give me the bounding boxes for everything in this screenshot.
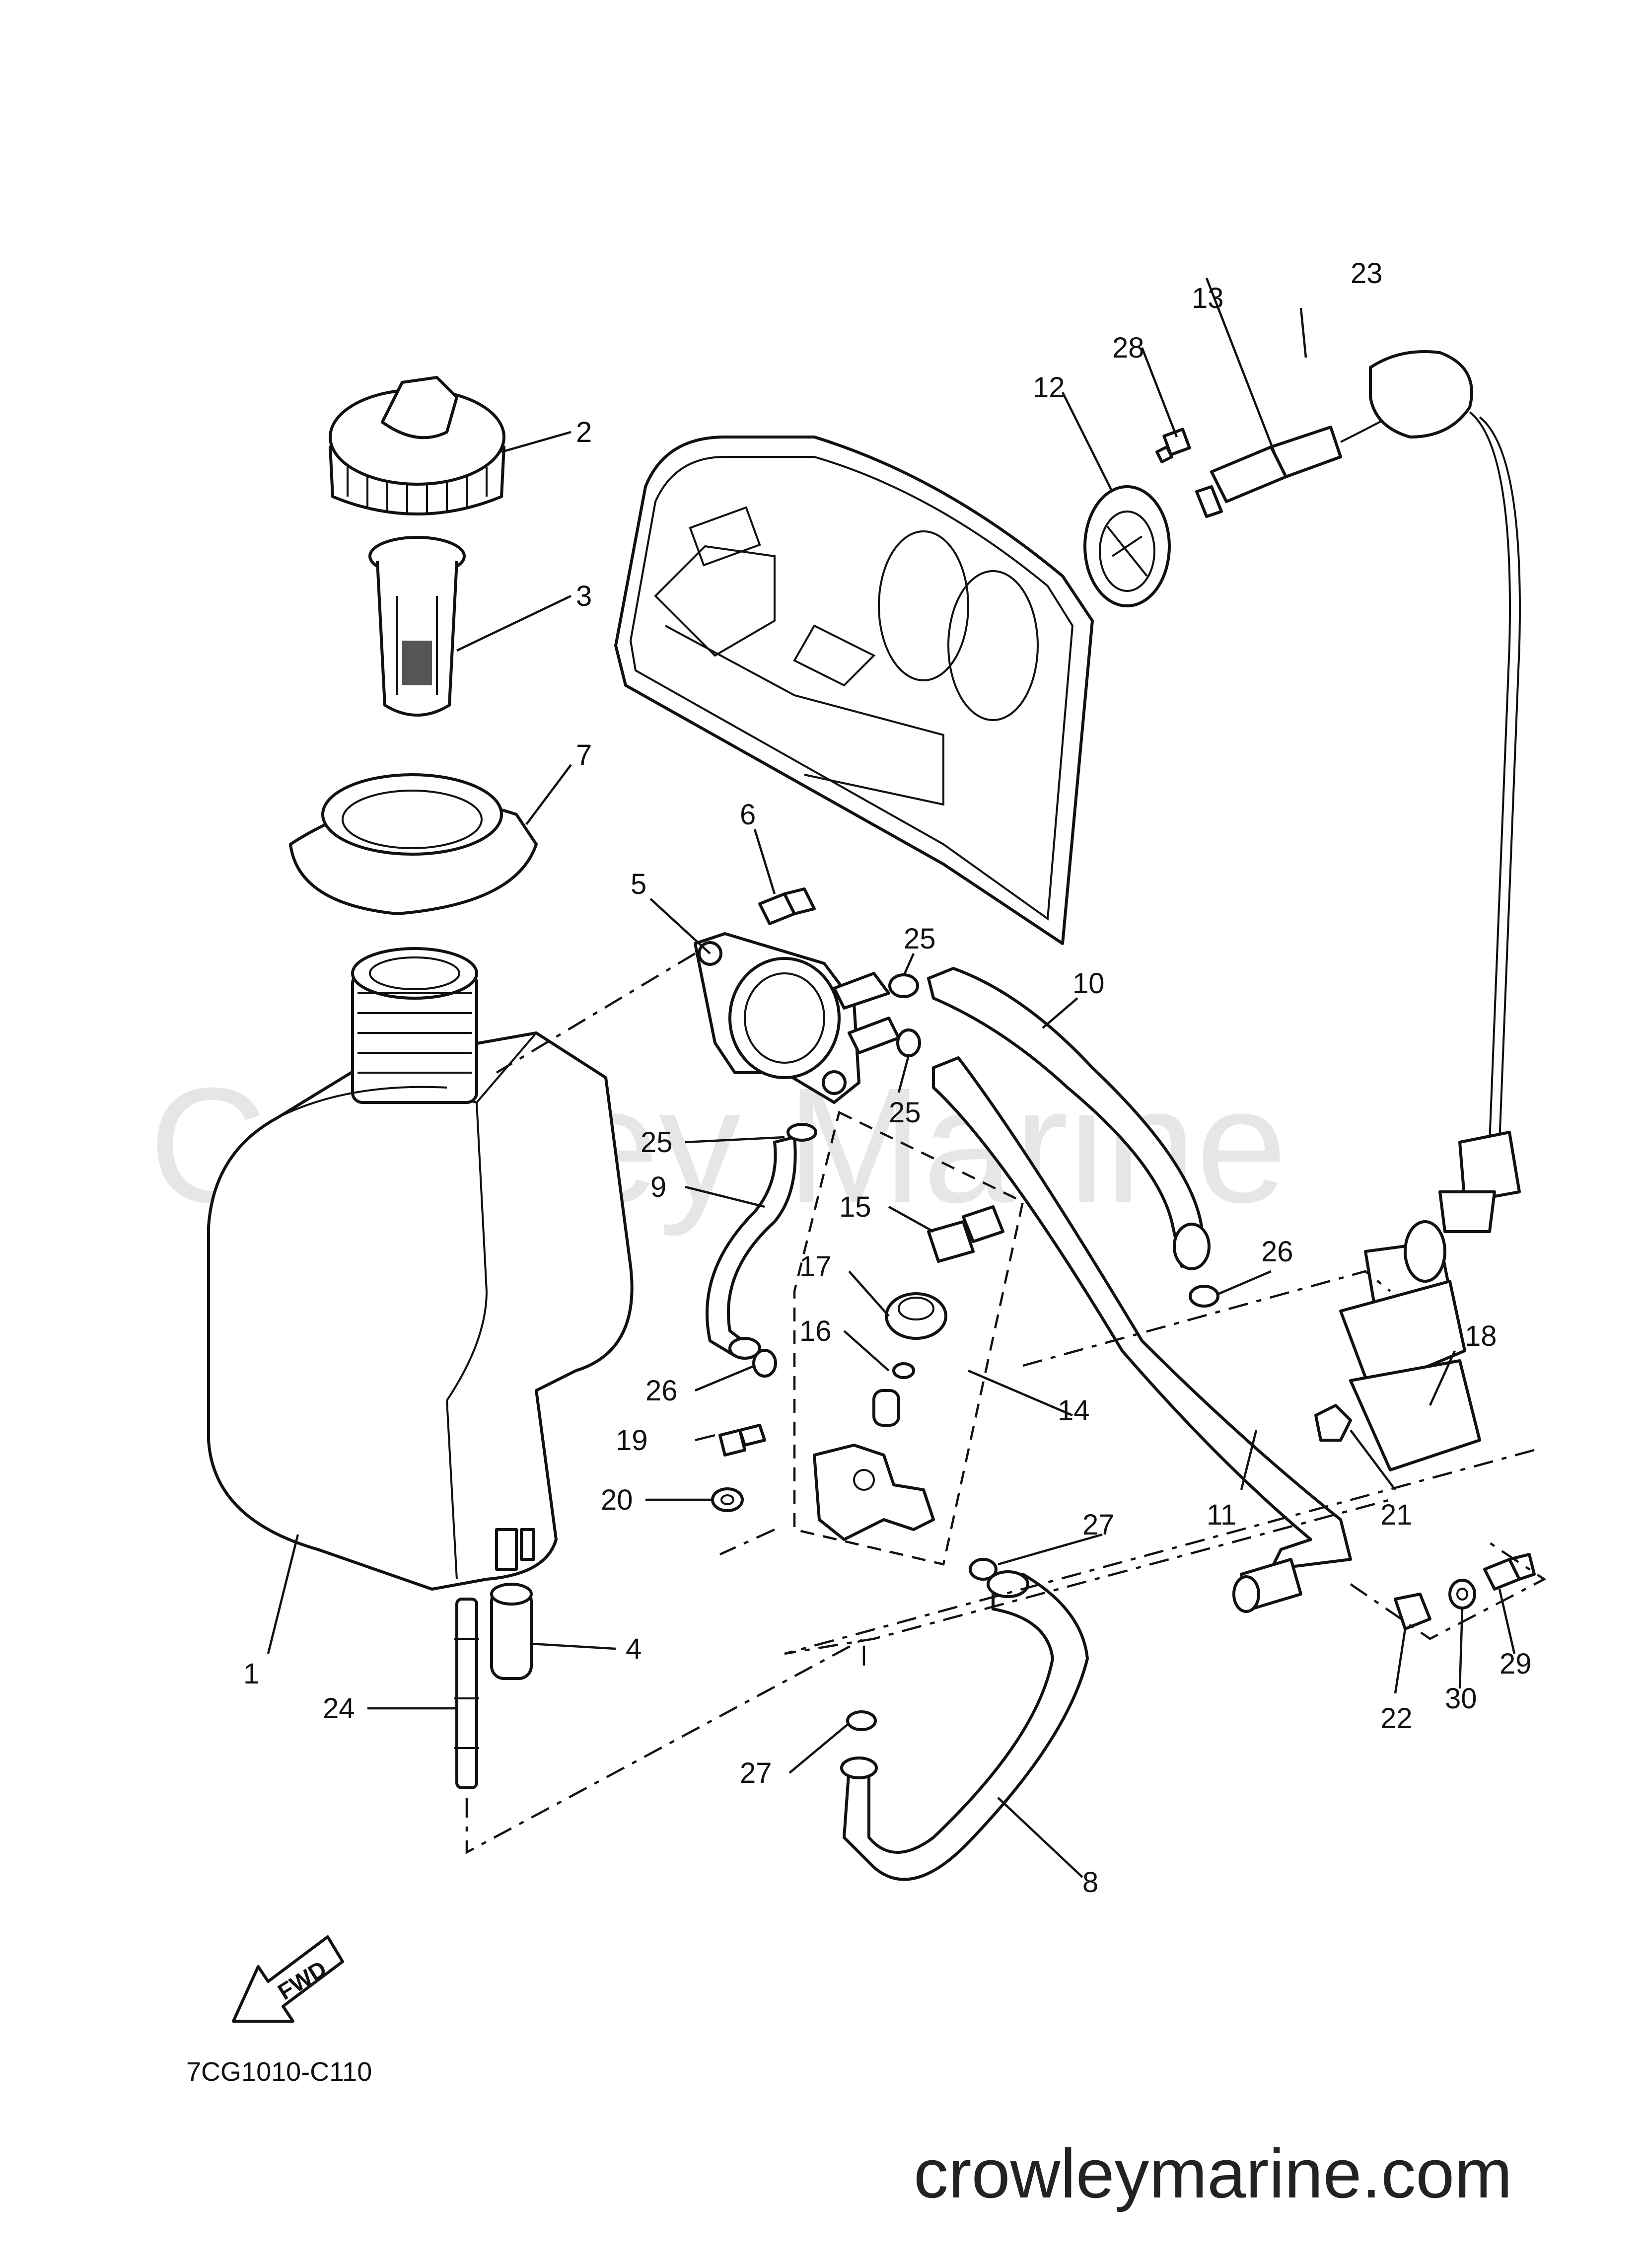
callout-labels: 2 3 7 6 5 25 10 25 25 9 15 17 16 26 18 2… [243,257,1532,1899]
callout-27-upper: 27 [1082,1509,1115,1541]
callout-28: 28 [1112,332,1144,364]
part-29-bolt [1483,1553,1536,1591]
part-28-screw [1155,428,1191,463]
clip-25-mid [896,1028,921,1057]
callout-22: 22 [1380,1702,1413,1735]
part-15-plug [927,1205,1004,1263]
part-12-fitting [1083,485,1171,607]
callout-16: 16 [799,1315,832,1347]
part-8-hose [840,1570,1089,1881]
part-30-washer [1448,1579,1476,1610]
part-22-nut [1394,1593,1431,1630]
callout-8: 8 [1082,1866,1098,1899]
clip-26-right [1189,1285,1219,1308]
callout-13: 13 [1192,282,1224,314]
part-19-screw [718,1424,766,1457]
part-2-oil-cap [329,376,505,515]
callout-25-mid: 25 [889,1097,921,1129]
callout-26-left: 26 [645,1375,678,1407]
clip-26-left [752,1349,777,1378]
part-3-strainer [368,536,466,717]
part-18-bracket [1339,1220,1481,1471]
callout-2: 2 [576,416,592,448]
callout-25-left: 25 [641,1126,673,1159]
callout-27-lower: 27 [740,1757,772,1789]
leader-lines [267,278,1516,1878]
part-16-oring [892,1362,915,1379]
callout-5: 5 [631,868,646,900]
callout-11: 11 [1207,1499,1236,1531]
alignment-lines [465,952,1547,1854]
part-24-pipe [454,1598,479,1789]
part-13-cable-end [1195,426,1342,518]
part-5-flange [694,932,900,1104]
callout-18: 18 [1465,1320,1497,1352]
callout-3: 3 [576,580,592,612]
callout-4: 4 [626,1633,642,1665]
site-footer: crowleymarine.com [914,2134,1512,2212]
callout-14: 14 [1058,1394,1090,1427]
part-14-valve [813,1389,935,1541]
callout-26-right: 26 [1261,1236,1293,1268]
part-17-cap [885,1292,947,1340]
callout-12: 12 [1033,371,1065,404]
part-4-hose [490,1583,533,1680]
callout-10: 10 [1072,967,1105,1000]
clip-27-lower [846,1710,877,1731]
part-7-grommet [289,773,538,915]
callout-9: 9 [650,1171,666,1203]
part-6-bolt [758,887,816,925]
diagram-code: 7CG1010-C110 [186,2057,372,2087]
callout-25-upper: 25 [904,923,936,955]
fwd-arrow-icon: FWD [232,1935,344,2023]
assembly-14-box [793,1110,1024,1566]
callout-23: 23 [1351,257,1383,290]
callout-29: 29 [1499,1648,1532,1680]
part-11-pipe [932,1056,1352,1613]
clip-25-left [786,1123,817,1142]
callout-20: 20 [601,1484,633,1516]
callout-19: 19 [616,1424,648,1457]
callout-15: 15 [839,1191,871,1223]
part-23-cable [1340,350,1521,1233]
callout-30: 30 [1445,1683,1477,1715]
clip-27-upper [969,1558,998,1581]
callout-24: 24 [323,1692,355,1725]
console-panel [614,436,1094,945]
callout-1: 1 [243,1658,259,1690]
part-10-hose [927,967,1211,1270]
callout-7: 7 [576,739,592,771]
part-20-washer [711,1487,744,1512]
clip-25-upper [888,973,919,998]
part-9-hose [706,1136,797,1360]
part-1-oil-tank [207,947,634,1591]
callout-6: 6 [740,799,756,831]
part-21-nut [1314,1404,1352,1442]
callout-17: 17 [799,1250,832,1283]
callout-21: 21 [1380,1499,1413,1531]
